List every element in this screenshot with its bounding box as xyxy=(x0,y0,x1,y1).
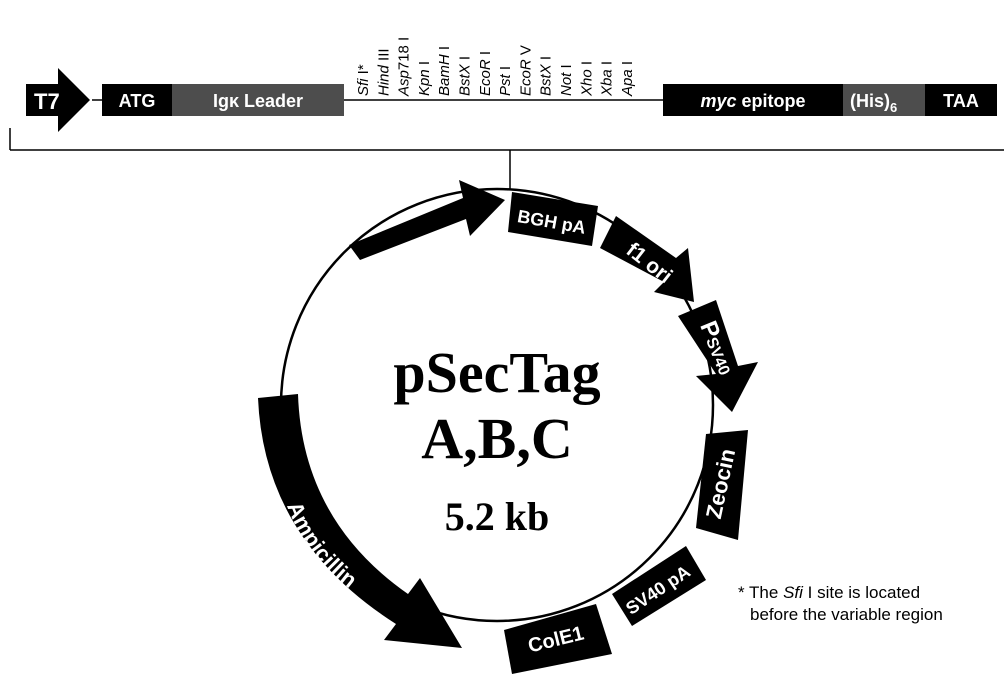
site-enzyme-italic: BstX xyxy=(457,63,474,96)
ampicillin-feature xyxy=(258,394,462,648)
site-enzyme-suffix: V xyxy=(517,45,534,59)
t7-label: T7 xyxy=(34,89,60,114)
his-subscript: 6 xyxy=(890,100,897,115)
mcs-bracket xyxy=(9,128,1004,190)
myc-epitope-label: myc epitope xyxy=(700,91,805,111)
site-enzyme-suffix: I xyxy=(436,46,453,54)
linear-map: T7 ATG Igκ Leader myc epitope (His)6 TAA… xyxy=(9,37,1004,190)
site-enzyme-italic: Hind xyxy=(375,64,392,96)
site-enzyme-suffix: 718 I xyxy=(396,37,413,70)
site-enzyme-italic: Pst xyxy=(497,73,514,96)
restriction-site-label: EcoR V xyxy=(517,45,534,96)
site-enzyme-suffix: I xyxy=(619,61,636,69)
his-tag-label: (His)6 xyxy=(850,91,897,115)
zeocin-feature xyxy=(696,430,748,540)
site-enzyme-suffix: I xyxy=(538,56,555,64)
site-enzyme-italic: BamH xyxy=(436,54,453,96)
bgh-pa-feature xyxy=(508,192,598,246)
plasmid-name-line2: A,B,C xyxy=(421,406,572,471)
site-enzyme-suffix: I xyxy=(558,64,575,72)
restriction-site-label: BamH I xyxy=(436,46,453,96)
myc-italic: myc xyxy=(700,91,736,111)
his-label: (His) xyxy=(850,91,890,111)
sv40-pa-feature xyxy=(612,546,706,626)
igk-leader-label: Igκ Leader xyxy=(213,91,303,111)
footnote-line2: before the variable region xyxy=(750,605,943,624)
site-enzyme-italic: Not xyxy=(558,72,575,96)
footnote-line1: * The Sfi I site is located xyxy=(738,583,920,602)
site-enzyme-suffix: I xyxy=(416,61,433,69)
his-tag-box xyxy=(843,84,925,116)
restriction-site-label: Xba I xyxy=(599,61,616,97)
igk-leader-box xyxy=(172,84,344,116)
restriction-site-label: Not I xyxy=(558,64,575,96)
restriction-site-label: Hind III xyxy=(375,48,392,96)
site-enzyme-suffix: I xyxy=(599,61,616,69)
restriction-site-label: Pst I xyxy=(497,66,514,96)
restriction-site-label: Apa I xyxy=(619,61,636,97)
footnote-rest: I site is located xyxy=(803,583,920,602)
site-enzyme-italic: Kpn xyxy=(416,69,433,96)
atg-label: ATG xyxy=(119,91,156,111)
f1-ori-feature xyxy=(600,216,694,302)
site-enzyme-suffix: I xyxy=(477,51,494,59)
site-enzyme-italic: Sfi xyxy=(355,78,372,96)
plasmid-name-line1: pSecTag xyxy=(393,340,600,405)
circular-map: PCMV BGH pA f1 ori PSV40 Zeocin SV40 pA … xyxy=(258,180,758,674)
site-enzyme-suffix: I xyxy=(457,56,474,64)
restriction-site-label: EcoR I xyxy=(477,51,494,96)
plasmid-size: 5.2 kb xyxy=(445,494,550,539)
restriction-site-label: Xho I xyxy=(578,61,595,97)
site-enzyme-italic: Apa xyxy=(619,69,636,97)
myc-epitope-box xyxy=(663,84,843,116)
site-enzyme-suffix: I xyxy=(578,61,595,69)
footnote: * The Sfi I site is located before the v… xyxy=(738,583,943,624)
pcmv-feature xyxy=(349,180,505,260)
t7-promoter-arrow xyxy=(26,68,90,132)
site-enzyme-suffix: I* xyxy=(355,64,372,78)
taa-label: TAA xyxy=(943,91,979,111)
atg-box xyxy=(102,84,172,116)
site-enzyme-italic: EcoR xyxy=(517,59,534,96)
footnote-star: * The xyxy=(738,583,783,602)
site-enzyme-suffix: I xyxy=(497,66,514,74)
psv40-feature xyxy=(678,300,758,412)
footnote-italic: Sfi xyxy=(783,583,804,602)
taa-box xyxy=(925,84,997,116)
restriction-site-label: Sfi I* xyxy=(355,64,372,96)
restriction-site-label: BstX I xyxy=(538,56,555,96)
cole1-feature xyxy=(504,604,612,674)
site-enzyme-suffix: III xyxy=(375,48,392,65)
restriction-site-label: BstX I xyxy=(457,56,474,96)
restriction-site-label: Asp718 I xyxy=(396,37,413,97)
site-enzyme-italic: Xba xyxy=(599,69,616,97)
site-enzyme-italic: Xho xyxy=(578,69,595,97)
site-enzyme-italic: EcoR xyxy=(477,59,494,96)
site-enzyme-italic: Asp xyxy=(396,70,413,97)
site-enzyme-italic: BstX xyxy=(538,63,555,96)
restriction-site-label: Kpn I xyxy=(416,61,433,96)
myc-rest: epitope xyxy=(737,91,806,111)
